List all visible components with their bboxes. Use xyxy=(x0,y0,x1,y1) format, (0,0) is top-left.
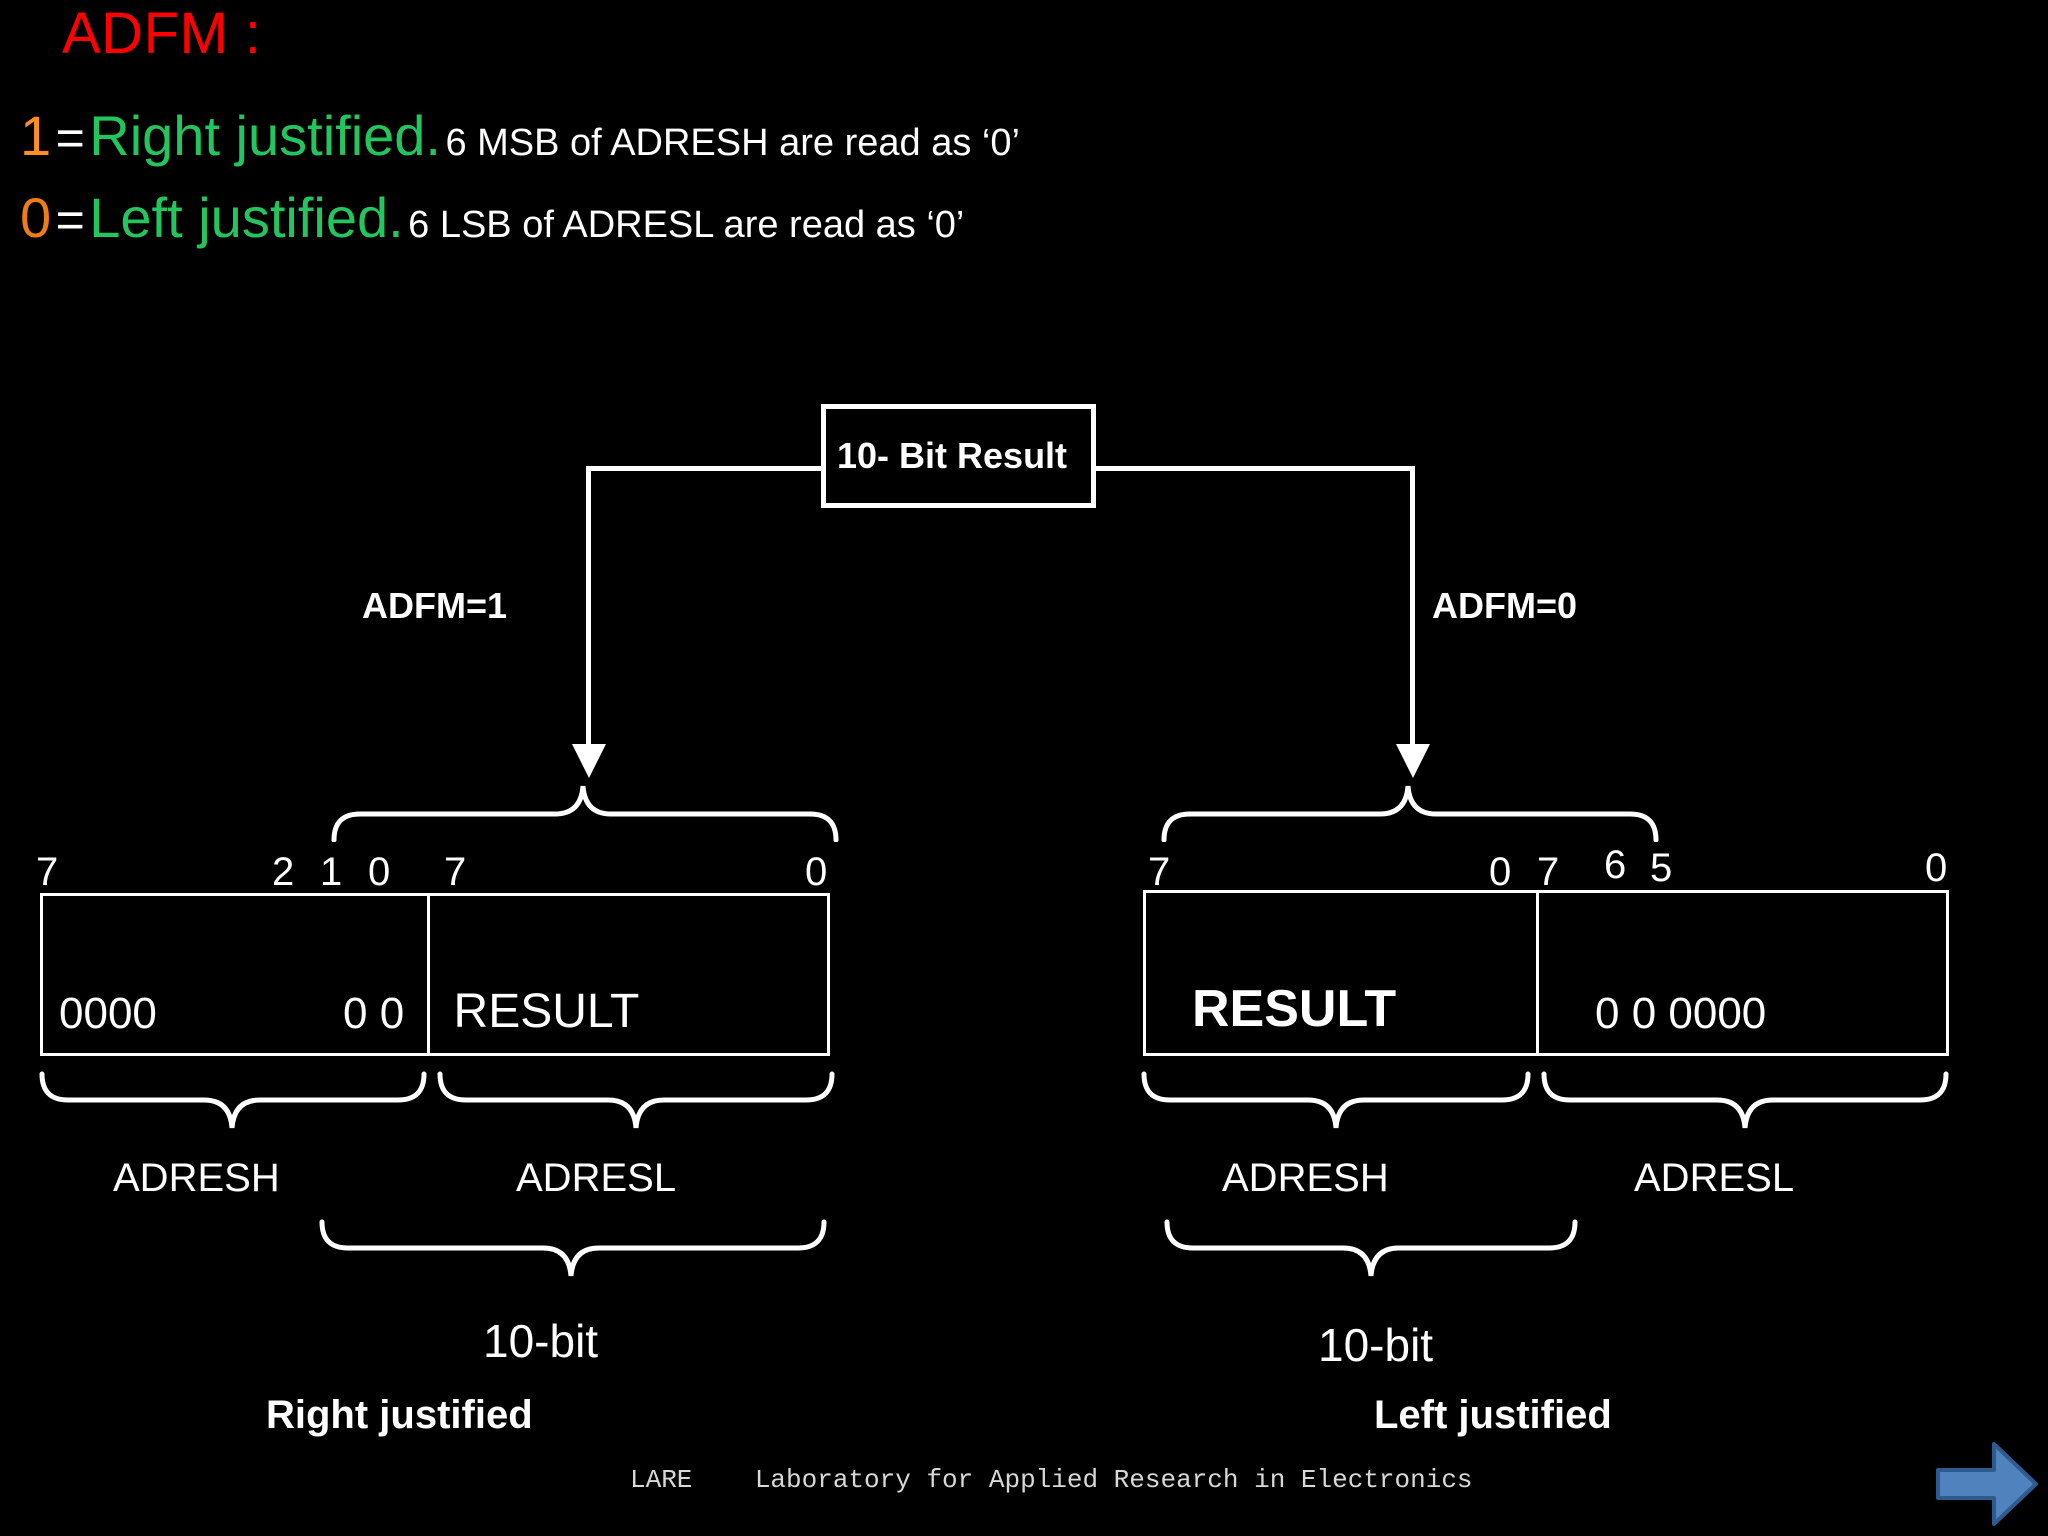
connector-right-vertical xyxy=(1410,466,1415,755)
ten-bit-result-box: 10- Bit Result xyxy=(821,404,1096,508)
left-bit-7-high: 7 xyxy=(36,850,59,894)
arrowhead-right xyxy=(1396,744,1430,778)
right-bit-6-low: 6 xyxy=(1604,843,1627,887)
left-register-adresl-cell: RESULT xyxy=(426,896,827,1053)
left-bit-0-low: 0 xyxy=(805,850,828,894)
bullet-2-note: 6 LSB of ADRESL are read as ‘0’ xyxy=(408,204,965,246)
left-adresh-pad-left: 0000 xyxy=(59,989,157,1038)
left-ten-bit-label: 10-bit xyxy=(483,1315,599,1367)
right-adresl-label: ADRESL xyxy=(1634,1156,1795,1200)
right-bit-7-low: 7 xyxy=(1537,850,1560,894)
bullet-1-value: 1 xyxy=(20,104,52,167)
left-adresh-brace xyxy=(39,1071,427,1129)
bullet-2-equals: = xyxy=(55,192,85,248)
right-register-pair: RESULT 0 0 0000 xyxy=(1143,890,1949,1056)
left-justify-label: Right justified xyxy=(266,1393,533,1437)
left-register-adresh-cell: 0000 0 0 xyxy=(43,896,427,1053)
right-adresh-label: ADRESH xyxy=(1222,1156,1389,1200)
left-bit-2-high: 2 xyxy=(272,850,295,894)
right-justify-label: Left justified xyxy=(1374,1393,1612,1437)
bullet-1-mode: Right justified. xyxy=(89,104,441,167)
footer-credit: LARE Laboratory for Applied Research in … xyxy=(630,1465,1473,1495)
right-top-brace xyxy=(1161,785,1659,842)
bullet-1-equals: = xyxy=(55,110,85,166)
left-bit-0-high: 0 xyxy=(368,850,391,894)
right-ten-bit-brace xyxy=(1164,1219,1578,1277)
right-bit-0-low: 0 xyxy=(1925,846,1948,890)
right-bit-5-low: 5 xyxy=(1650,846,1673,890)
right-register-adresh-cell: RESULT xyxy=(1146,893,1536,1053)
left-top-brace xyxy=(331,785,839,842)
left-adresl-label: ADRESL xyxy=(516,1156,677,1200)
right-bit-7-high: 7 xyxy=(1148,850,1171,894)
right-bit-0-high: 0 xyxy=(1489,850,1512,894)
left-adresh-label: ADRESH xyxy=(113,1156,280,1200)
arrowhead-left xyxy=(572,744,606,778)
connector-left-vertical xyxy=(586,466,591,755)
left-register-pair: 0000 0 0 RESULT xyxy=(40,893,830,1056)
right-register-adresl-cell: 0 0 0000 xyxy=(1536,893,1946,1053)
right-adresl-pad: 0 0 0000 xyxy=(1595,989,1767,1038)
left-bit-7-low: 7 xyxy=(444,850,467,894)
left-adresh-pad-right: 0 0 xyxy=(343,989,405,1038)
left-bit-1-high: 1 xyxy=(320,850,343,894)
right-ten-bit-label: 10-bit xyxy=(1318,1319,1434,1371)
connector-right-horizontal xyxy=(1093,466,1415,471)
bullet-2-mode: Left justified. xyxy=(89,186,404,249)
left-adresl-value: RESULT xyxy=(453,985,640,1038)
bullet-2-value: 0 xyxy=(20,186,52,249)
right-adresh-brace xyxy=(1141,1071,1531,1129)
left-ten-bit-brace xyxy=(319,1219,827,1277)
ten-bit-result-label: 10- Bit Result xyxy=(837,435,1068,476)
right-adresh-value: RESULT xyxy=(1192,980,1397,1038)
label-adfm-equals-0: ADFM=0 xyxy=(1432,585,1578,626)
bullet-1-note: 6 MSB of ADRESH are read as ‘0’ xyxy=(445,122,1020,164)
page-title: ADFM : xyxy=(62,1,262,66)
bullet-adfm-0: 0 = Left justified. 6 LSB of ADRESL are … xyxy=(20,190,964,246)
bullet-adfm-1: 1 = Right justified. 6 MSB of ADRESH are… xyxy=(20,108,1020,164)
next-arrow-icon[interactable] xyxy=(1932,1436,2042,1532)
connector-left-horizontal xyxy=(586,466,824,471)
right-adresl-brace xyxy=(1541,1071,1949,1129)
left-adresl-brace xyxy=(437,1071,835,1129)
label-adfm-equals-1: ADFM=1 xyxy=(362,585,508,626)
